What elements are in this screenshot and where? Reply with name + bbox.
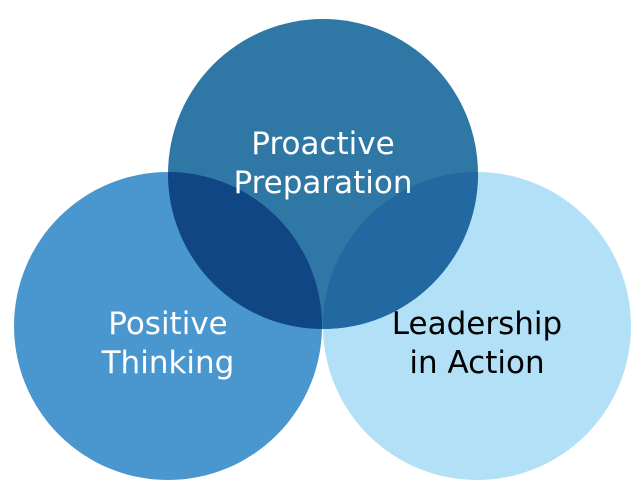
label-line: Positive [108,306,228,342]
label-line: in Action [409,345,545,381]
label-positive-thinking: Positive Thinking [38,305,298,383]
label-line: Thinking [101,345,235,381]
label-line: Preparation [233,165,413,201]
label-line: Proactive [251,126,395,162]
label-line: Leadership [391,306,563,342]
label-leadership-in-action: Leadership in Action [347,305,607,383]
overlap-top-left [168,172,322,329]
label-proactive-preparation: Proactive Preparation [193,125,453,203]
